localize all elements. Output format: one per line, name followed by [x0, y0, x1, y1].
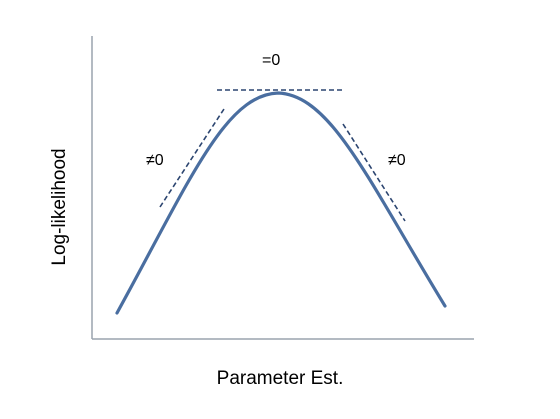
peak-derivative-label: =0: [262, 52, 281, 69]
right-derivative-label: ≠0: [388, 152, 406, 169]
left-tangent-line: [159, 108, 225, 208]
x-axis-label: Parameter Est.: [216, 368, 344, 389]
left-derivative-label: ≠0: [146, 152, 164, 169]
right-tangent-line: [342, 123, 406, 222]
likelihood-curve: [115, 91, 447, 315]
y-axis-label: Log-likelihood: [49, 148, 70, 266]
